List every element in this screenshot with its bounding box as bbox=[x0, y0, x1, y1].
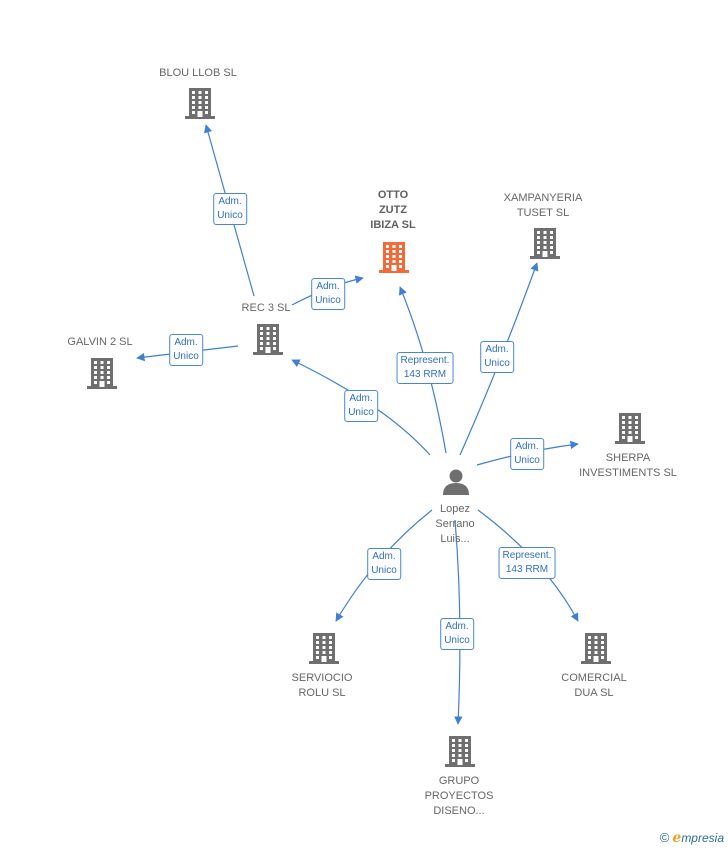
building-icon[interactable] bbox=[615, 413, 645, 444]
node-label-blou[interactable]: BLOU LLOB SL bbox=[159, 67, 237, 79]
building-icon[interactable] bbox=[87, 358, 117, 389]
edge-label-person-to-grupo[interactable]: Adm. Unico bbox=[440, 618, 474, 650]
node-label-otto[interactable]: OTTO ZUTZ IBIZA SL bbox=[370, 189, 416, 231]
building-icon[interactable] bbox=[185, 88, 215, 119]
node-label-galvin[interactable]: GALVIN 2 SL bbox=[67, 336, 133, 348]
node-label-sherpa[interactable]: SHERPA INVESTIMENTS SL bbox=[579, 452, 677, 479]
empresia-watermark: ©empresia bbox=[660, 830, 724, 846]
node-label-grupo[interactable]: GRUPO PROYECTOS DISENO... bbox=[424, 775, 494, 817]
edge-label-person-to-serv[interactable]: Adm. Unico bbox=[367, 548, 401, 580]
node-label-comercial[interactable]: COMERCIAL DUA SL bbox=[561, 672, 627, 699]
edge-label-person-to-comercial[interactable]: Represent. 143 RRM bbox=[498, 547, 556, 579]
node-label-xamp[interactable]: XAMPANYERIA TUSET SL bbox=[503, 192, 583, 219]
node-label-rec3[interactable]: REC 3 SL bbox=[241, 302, 291, 314]
node-label-person[interactable]: Lopez Serrano Luis... bbox=[435, 503, 475, 545]
edge-label-person-to-otto[interactable]: Represent. 143 RRM bbox=[396, 352, 454, 384]
edge-label-rec3-to-blou[interactable]: Adm. Unico bbox=[213, 193, 247, 225]
edge-label-person-to-sherpa[interactable]: Adm. Unico bbox=[510, 438, 544, 470]
person-icon[interactable] bbox=[443, 469, 469, 496]
edge-label-rec3-to-otto[interactable]: Adm. Unico bbox=[311, 278, 345, 310]
building-icon[interactable] bbox=[253, 324, 283, 355]
edge-label-person-to-rec3[interactable]: Adm. Unico bbox=[344, 390, 378, 422]
building-icon[interactable] bbox=[445, 736, 475, 767]
building-icon[interactable] bbox=[379, 242, 409, 273]
copyright-symbol: © bbox=[659, 830, 670, 845]
node-label-serv[interactable]: SERVIOCIO ROLU SL bbox=[291, 672, 353, 699]
edge-label-person-to-xamp[interactable]: Adm. Unico bbox=[480, 341, 514, 373]
building-icon[interactable] bbox=[309, 633, 339, 664]
brand-initial: e bbox=[672, 830, 682, 846]
edge-label-rec3-to-galvin[interactable]: Adm. Unico bbox=[169, 334, 203, 366]
building-icon[interactable] bbox=[530, 228, 560, 259]
brand-name: mpresia bbox=[681, 831, 724, 845]
building-icon[interactable] bbox=[581, 633, 611, 664]
